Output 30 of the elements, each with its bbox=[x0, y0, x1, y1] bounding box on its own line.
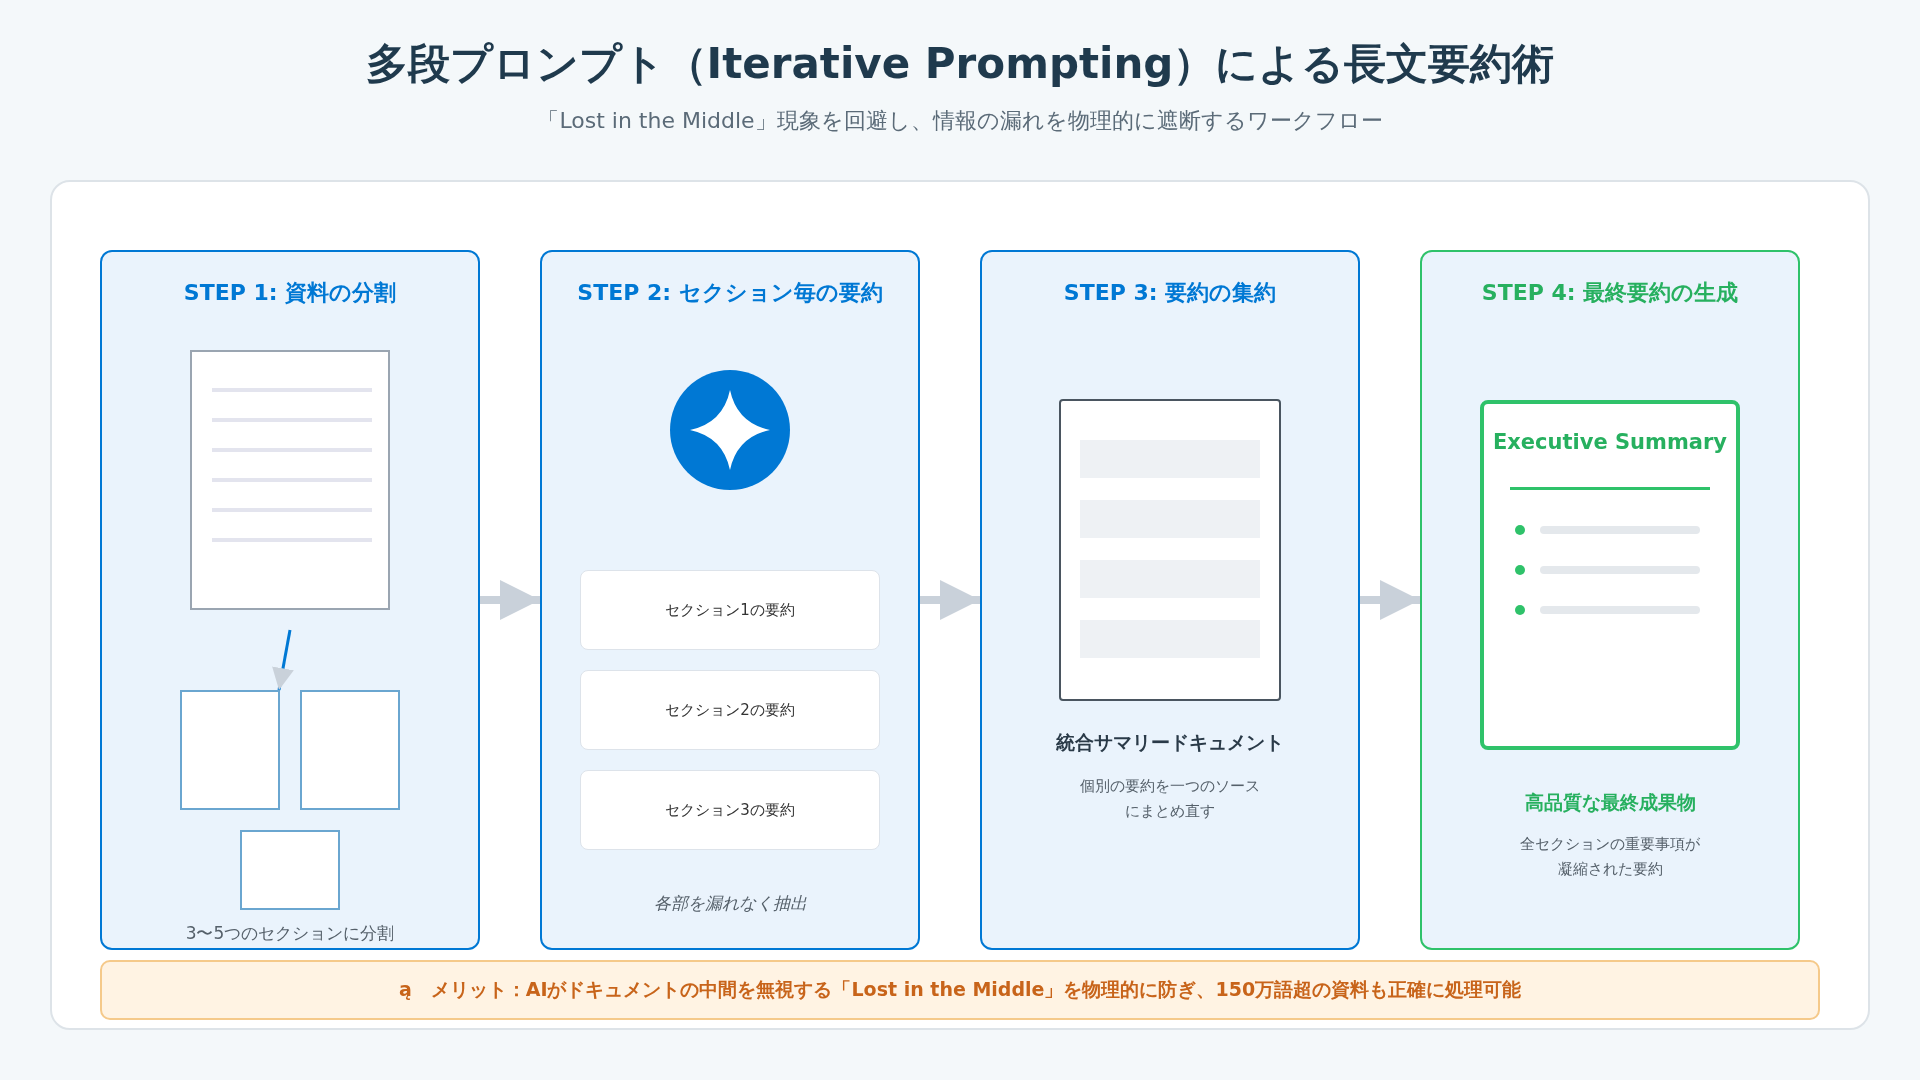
step-caption: 各部を漏れなく抽出 bbox=[652, 892, 808, 915]
step-caption: 3〜5つのセクションに分割 bbox=[184, 922, 396, 945]
subtitle: 「Lost in the Middle」現象を回避し、情報の漏れを物理的に遮断するワークフロー bbox=[536, 107, 1384, 135]
summary-card: セクション2の要約 bbox=[580, 670, 880, 750]
step-panel bbox=[100, 250, 480, 950]
step-panel bbox=[540, 250, 920, 950]
section-page bbox=[240, 830, 340, 910]
note-banner bbox=[100, 960, 1820, 1020]
step-heading: STEP 3: 要約の集約 bbox=[1062, 279, 1278, 307]
title: 多段プロンプト（Iterative Prompting）による長文要約術 bbox=[364, 38, 1556, 90]
section-page bbox=[180, 690, 280, 810]
executive-summary-card bbox=[1480, 400, 1740, 750]
step-heading: STEP 1: 資料の分割 bbox=[182, 279, 398, 307]
step-panel bbox=[1420, 250, 1800, 950]
note-text: ą メリット：AIがドキュメントの中間を無視する「Lost in the Middle」を物理的に防ぎ、150万語超の資料も正確に処理可能 bbox=[397, 977, 1523, 1002]
arrow bbox=[272, 629, 294, 691]
arrow bbox=[480, 580, 540, 620]
step-heading: STEP 2: セクション毎の要約 bbox=[576, 279, 884, 307]
result-description: 個別の要約を一つのソースにまとめ直す bbox=[1079, 776, 1261, 822]
step-heading: STEP 4: 最終要約の生成 bbox=[1480, 279, 1740, 307]
card-heading: Executive Summary bbox=[1491, 430, 1729, 454]
arrow bbox=[920, 580, 980, 620]
result-title: 統合サマリードキュメント bbox=[1055, 730, 1285, 755]
result-title: 高品質な最終成果物 bbox=[1523, 790, 1697, 815]
arrow bbox=[1360, 580, 1420, 620]
summary-card: セクション3の要約 bbox=[580, 770, 880, 850]
document-drawing bbox=[190, 350, 390, 610]
summary-card: セクション1の要約 bbox=[580, 570, 880, 650]
result-description: 全セクションの重要事項が凝縮された要約 bbox=[1519, 834, 1701, 880]
section-page bbox=[300, 690, 400, 810]
